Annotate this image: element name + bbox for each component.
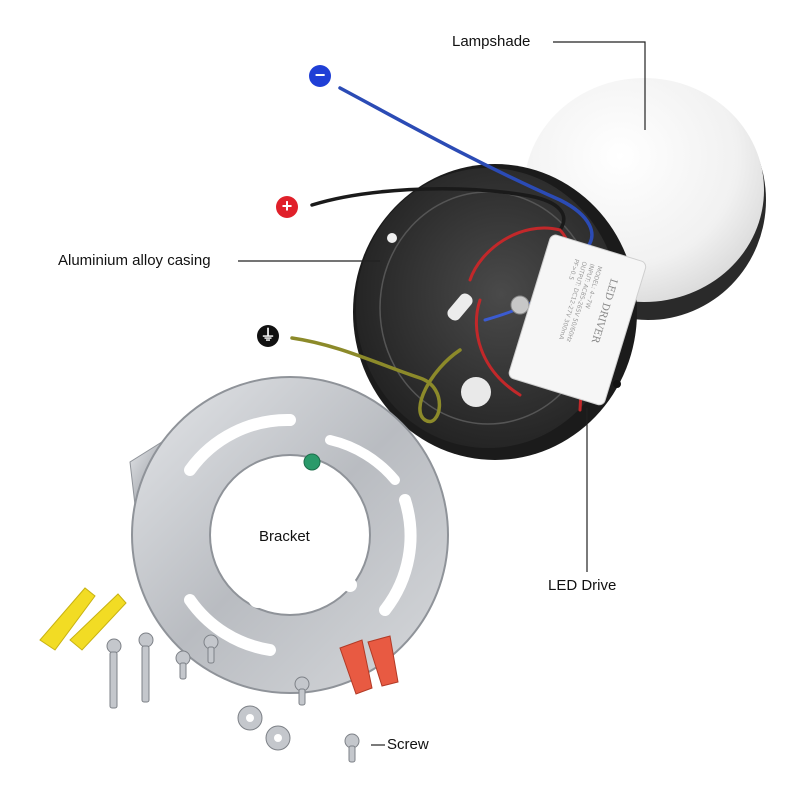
washers — [237, 705, 291, 751]
mounting-bracket — [129, 376, 449, 694]
wires — [290, 86, 594, 424]
negative-icon: − — [309, 65, 331, 87]
screw-label: Screw — [387, 736, 429, 753]
casing-label: Aluminium alloy casing — [58, 252, 211, 269]
screws — [106, 632, 360, 763]
ground-icon: ⏚ — [257, 325, 279, 347]
lampshade-label: Lampshade — [452, 33, 531, 50]
positive-icon: + — [276, 196, 298, 218]
led-driver-box: LED DRIVER MODEL: 4~7W INPUT: AC85-265V … — [508, 234, 647, 406]
led-drive-label: LED Drive — [548, 577, 617, 594]
wall-anchors — [39, 587, 127, 651]
leader-lines — [238, 41, 646, 746]
wire-nuts — [339, 635, 399, 695]
bracket-label: Bracket — [259, 528, 310, 545]
